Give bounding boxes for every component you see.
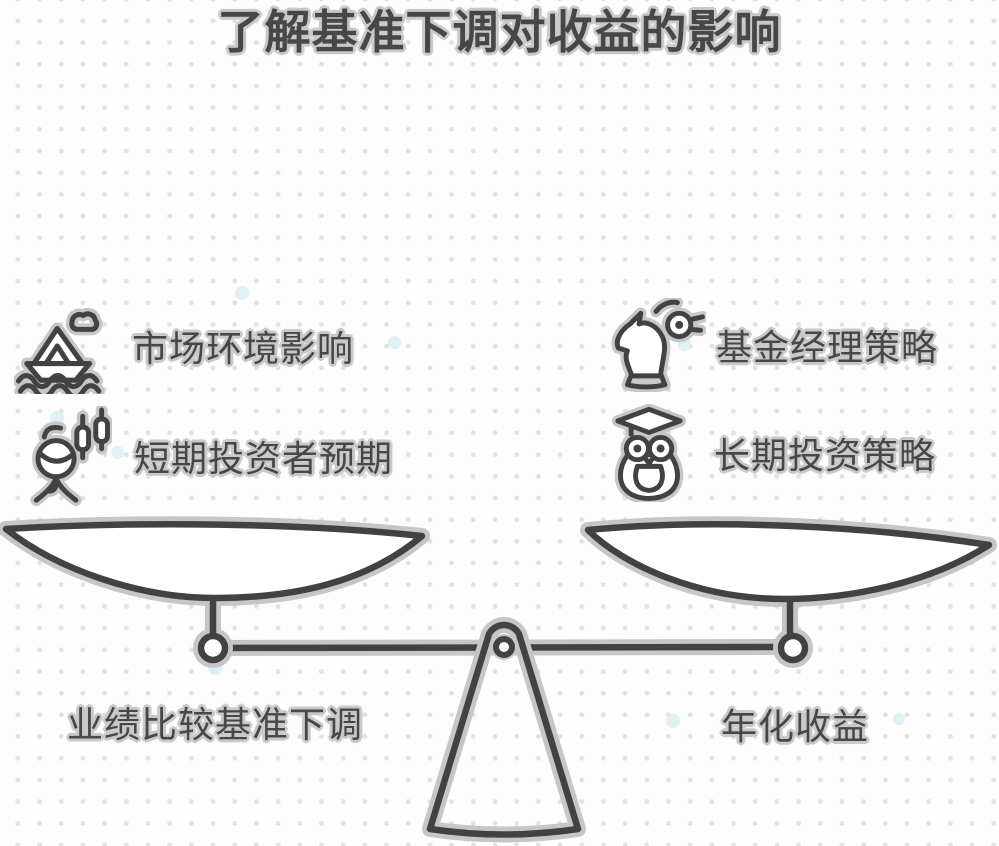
accent-dot (111, 446, 124, 459)
factor-label: 长期投资策略 (714, 436, 937, 476)
factor-short-term-investor-expectations: 短期投资者预期 (20, 406, 393, 506)
factor-market-environment: 市场环境影响 (14, 298, 354, 394)
left-pan-label: 业绩比较基准下调 (66, 705, 364, 745)
scale-fulcrum (430, 625, 578, 835)
accent-dot (388, 336, 401, 349)
investor-candlesticks-icon (20, 406, 112, 506)
accent-dot (893, 713, 905, 725)
chess-knight-strategy-icon (606, 298, 706, 392)
accent-dot (235, 286, 249, 300)
page-title: 了解基准下调对收益的影响 (217, 7, 782, 58)
scale-left-pan (6, 524, 422, 660)
accent-dot (666, 714, 680, 728)
factor-label: 短期投资者预期 (134, 439, 394, 479)
balance-scale-illustration (0, 508, 999, 846)
factor-fund-manager-strategy: 基金经理策略 (606, 298, 938, 392)
factor-label: 基金经理策略 (716, 328, 939, 368)
paper-boat-icon (14, 298, 108, 394)
right-pan-label: 年化收益 (720, 707, 870, 747)
accent-dot (50, 411, 64, 425)
factor-long-term-investment-strategy: 长期投资策略 (604, 404, 936, 502)
factor-label: 市场环境影响 (132, 329, 355, 369)
graduate-owl-icon (604, 404, 694, 502)
